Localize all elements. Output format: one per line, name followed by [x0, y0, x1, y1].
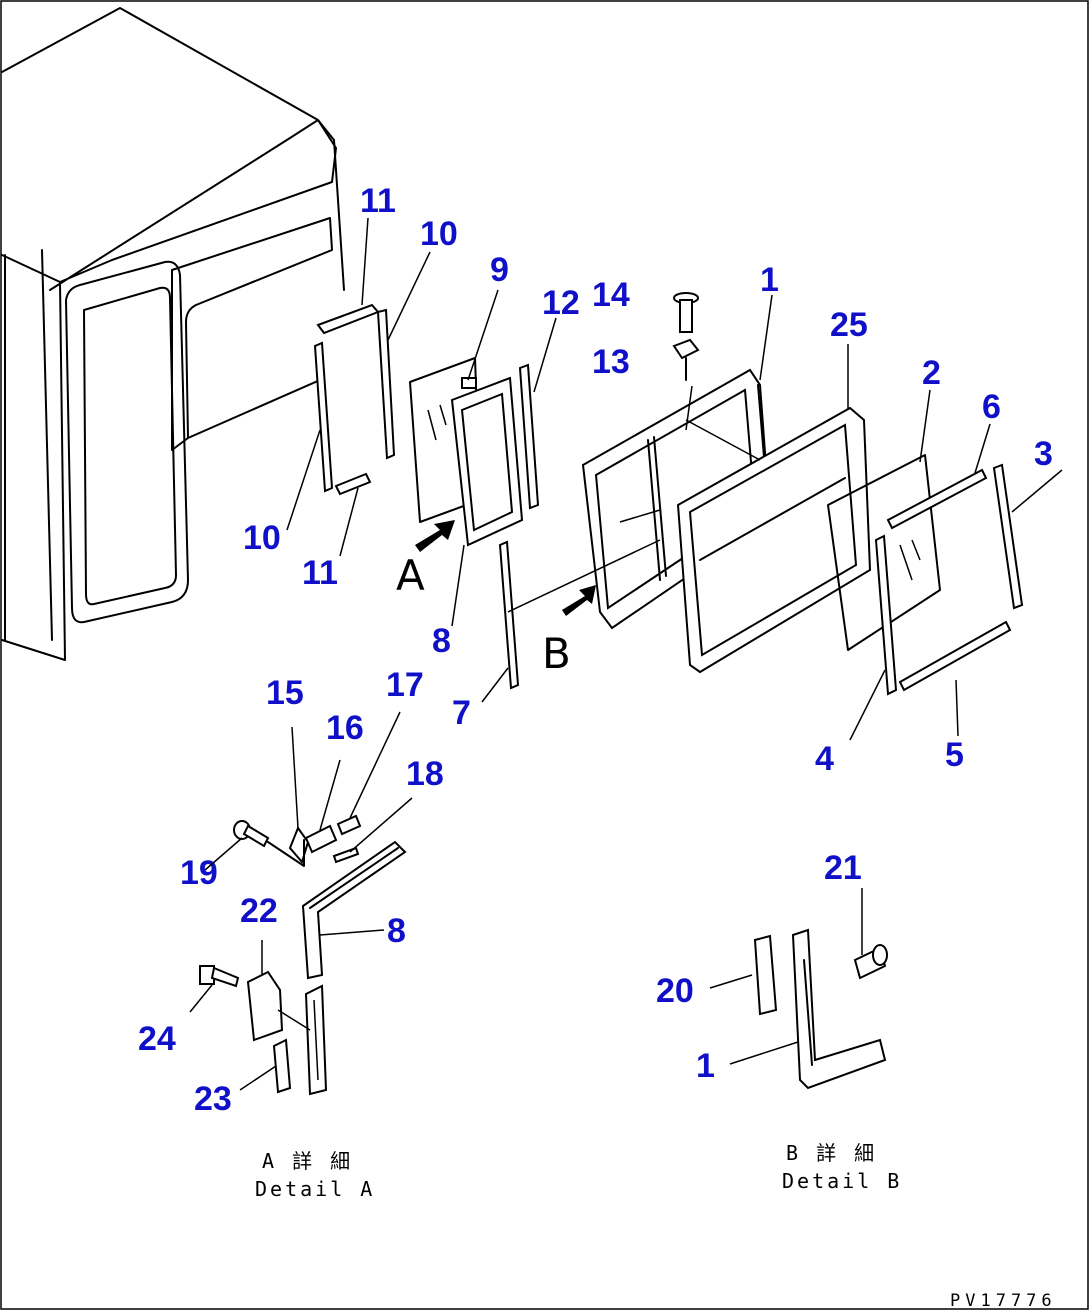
detail-b-assembly	[753, 928, 888, 1090]
callout-7: 7	[452, 694, 471, 732]
detail-a-en-caption: Detail A	[255, 1177, 375, 1201]
callout-15: 15	[266, 674, 304, 712]
part-7-strip	[498, 540, 520, 690]
callout-9: 9	[490, 251, 509, 289]
part-10-strip-right	[376, 308, 396, 460]
view-label-a: A	[396, 551, 425, 600]
callout-12: 12	[542, 284, 580, 322]
drawing-code: PV17776	[950, 1291, 1057, 1311]
part-22-hinge	[246, 970, 284, 1042]
callout-20: 20	[656, 972, 694, 1010]
part-2-glass	[827, 454, 941, 651]
callout-13: 13	[592, 343, 630, 381]
part-4-strip	[874, 534, 898, 696]
part-20-plate	[753, 934, 778, 1016]
callout-19: 19	[180, 854, 218, 892]
part-8-corner	[301, 840, 407, 980]
detail-a-assembly	[199, 814, 407, 1096]
part-16-latch	[304, 824, 338, 854]
detail-b-jp-caption: B 詳 細	[786, 1141, 877, 1165]
callout-16: 16	[326, 709, 364, 747]
part-1-frame-section	[791, 928, 887, 1090]
callout-24: 24	[138, 1020, 176, 1058]
callout-3: 3	[1034, 435, 1053, 473]
callout-23: 23	[194, 1080, 232, 1118]
detail-b-en-caption: Detail B	[782, 1169, 902, 1193]
view-arrow-a	[415, 520, 455, 552]
part-15-clip	[288, 825, 310, 865]
callout-18: 18	[406, 755, 444, 793]
callout-1: 1	[760, 261, 779, 299]
part-18-plate	[332, 846, 360, 864]
callout-6: 6	[982, 388, 1001, 426]
part-10-strip-left	[313, 341, 334, 493]
part-6-strip	[886, 468, 988, 530]
callout-1-detail-b: 1	[696, 1047, 715, 1085]
callout-8-detail-a: 8	[387, 912, 406, 950]
callout-21: 21	[824, 849, 862, 887]
callout-2: 2	[922, 354, 941, 392]
cab-body	[1, 7, 345, 661]
part-23-plate	[272, 1038, 292, 1094]
callout-11-lower: 11	[302, 554, 338, 592]
callout-4: 4	[815, 740, 834, 778]
callout-8: 8	[432, 622, 451, 660]
part-11-strip-lower	[334, 472, 372, 496]
detail-a-jp-caption: A 詳 細	[262, 1149, 353, 1173]
part-25-seal-frame	[676, 406, 872, 674]
part-8-sash-frame	[450, 376, 524, 547]
view-arrow-b	[562, 585, 596, 616]
callout-22: 22	[240, 892, 278, 930]
callout-14: 14	[592, 276, 630, 314]
part-5-strip	[898, 620, 1012, 692]
view-label-b: B	[542, 629, 571, 678]
callout-labels: 1 1 2 3 4 5 6 7 8 8 9 10 10 11 11 12 13 …	[138, 182, 1053, 1118]
callout-25: 25	[830, 306, 868, 344]
part-13-nut	[672, 338, 700, 381]
part-1-main-frame	[581, 368, 772, 630]
part-17-pin	[336, 814, 362, 836]
part-12-strip	[518, 363, 540, 510]
leader-lines	[286, 217, 1063, 741]
part-14-bolt	[673, 292, 699, 333]
callout-17: 17	[386, 666, 424, 704]
callout-11-upper: 11	[360, 182, 396, 220]
part-11-strip-upper	[316, 303, 380, 335]
callout-10-upper: 10	[420, 215, 458, 253]
part-3-strip	[992, 463, 1024, 610]
callout-10-lower: 10	[243, 519, 281, 557]
callout-5: 5	[945, 736, 964, 774]
detail-leader-lines	[189, 711, 863, 1091]
